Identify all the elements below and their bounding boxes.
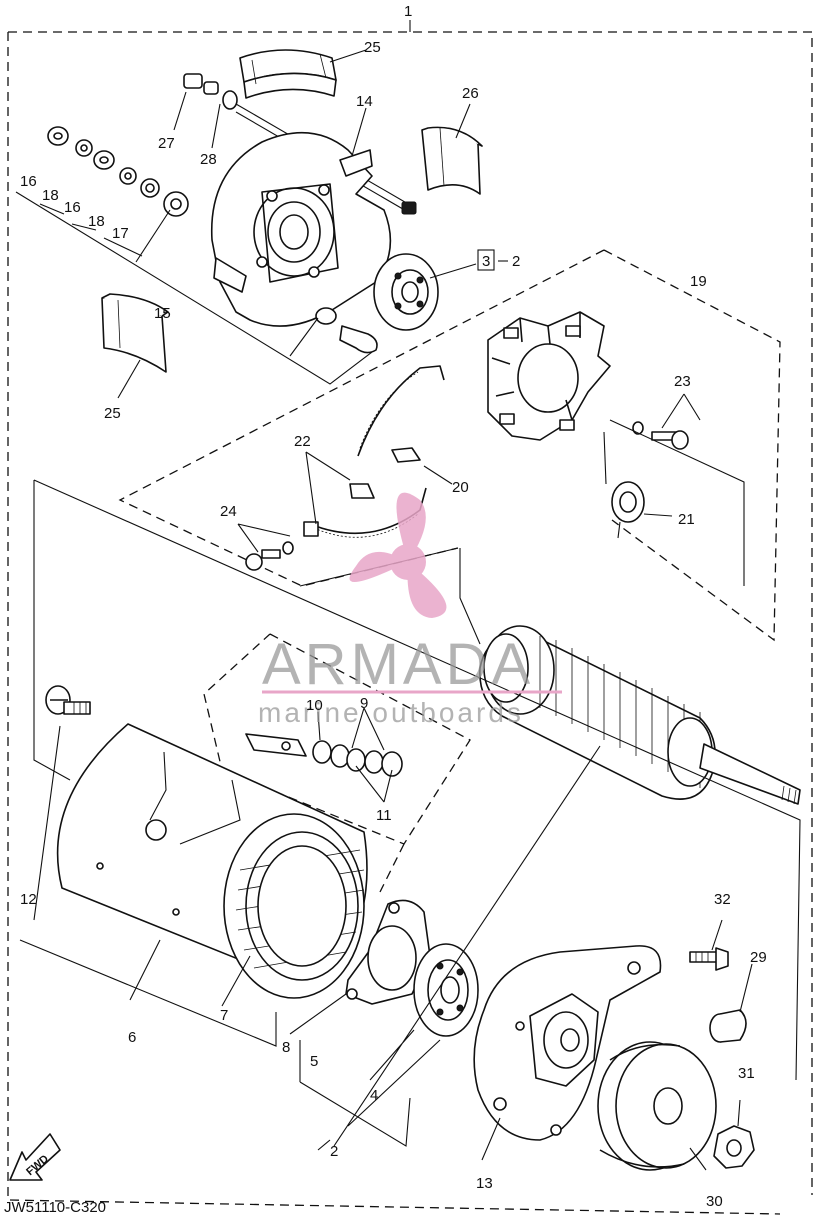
callout-9: 9 (360, 695, 368, 712)
gasket-5 (345, 899, 431, 1005)
leader-26 (455, 103, 471, 139)
brush-pad-25-bottom (101, 293, 169, 373)
callout-25-bottom: 25 (104, 405, 121, 422)
leader-2-top (429, 263, 477, 279)
leader-group-15 (15, 191, 373, 385)
callout-labels: 1 25 14 26 27 28 16 18 16 18 17 15 2 19 … (20, 3, 767, 1210)
front-dash (379, 843, 405, 893)
callout-8: 8 (282, 1039, 290, 1056)
screw-12 (45, 685, 91, 715)
callout-2-bottom: 2 (330, 1143, 338, 1160)
leader-25-bottom (117, 359, 141, 399)
front-bracket-13 (473, 945, 662, 1141)
nut-31 (713, 1125, 755, 1169)
armature-bracket (33, 479, 801, 1081)
callout-19: 19 (690, 273, 707, 290)
callout-4: 4 (370, 1087, 378, 1104)
leader-14 (351, 107, 367, 157)
armada-watermark: ARMADA marine outboards (258, 492, 562, 728)
pulley-30 (597, 1041, 717, 1171)
watermark-brand: ARMADA (262, 632, 534, 697)
brush-set-box (203, 633, 471, 845)
callout-28: 28 (200, 151, 217, 168)
bolt-32 (689, 947, 729, 971)
callout-24: 24 (220, 503, 237, 520)
callout-20: 20 (452, 479, 469, 496)
callout-6: 6 (128, 1029, 136, 1046)
leader-27-28 (173, 91, 221, 149)
through-bolts-27-28 (183, 73, 417, 215)
callout-17: 17 (112, 225, 129, 242)
callout-16-b: 16 (64, 199, 81, 216)
callout-2-top: 2 (512, 253, 520, 270)
bearing-4 (413, 943, 479, 1037)
callout-23: 23 (674, 373, 691, 390)
callout-5: 5 (310, 1053, 318, 1070)
boxed-reference: 3 (482, 253, 490, 270)
screw-washer-23 (609, 393, 745, 586)
callout-21: 21 (678, 511, 695, 528)
callout-1: 1 (404, 3, 412, 20)
spring-21 (603, 431, 673, 539)
callout-12: 12 (20, 891, 37, 908)
brush-set (245, 707, 403, 803)
boxed-reference-frame (477, 249, 495, 271)
callout-29: 29 (750, 949, 767, 966)
armature (299, 547, 801, 805)
callout-26: 26 (462, 85, 479, 102)
nut-washer-stack (47, 126, 189, 217)
leader-25-top (329, 49, 367, 63)
field-coil-7 (223, 813, 365, 999)
callout-7: 7 (220, 1007, 228, 1024)
drawing-code: JW51110-C320 (4, 1199, 106, 1216)
screw-washer-24 (237, 523, 294, 571)
callout-25-top: 25 (364, 39, 381, 56)
callout-27: 27 (158, 135, 175, 152)
callout-18-a: 18 (42, 187, 59, 204)
collar-29 (709, 1009, 747, 1043)
callout-11: 11 (376, 807, 392, 824)
callout-13: 13 (476, 1175, 493, 1192)
callout-32: 32 (714, 891, 731, 908)
rear-cover-14 (210, 131, 392, 354)
fwd-arrow: FWD (9, 1133, 61, 1181)
callout-30: 30 (706, 1193, 723, 1210)
assembly-frame (7, 31, 813, 1215)
callout-10: 10 (306, 697, 323, 714)
brush-pad-25-top (239, 49, 337, 99)
callout-18-b: 18 (88, 213, 105, 230)
propeller-logo (349, 492, 447, 618)
leader-bottom-group (19, 725, 753, 1171)
brush-holder-19 (487, 311, 611, 441)
watermark-tagline: marine outboards (258, 697, 524, 728)
callout-31: 31 (738, 1065, 755, 1082)
callout-15: 15 (154, 305, 171, 322)
callout-16-a: 16 (20, 173, 37, 190)
callout-22: 22 (294, 433, 311, 450)
rear-bearing (373, 253, 439, 331)
brush-leads-22-20 (303, 365, 453, 538)
callout-14: 14 (356, 93, 373, 110)
brush-pad-26 (421, 126, 483, 195)
